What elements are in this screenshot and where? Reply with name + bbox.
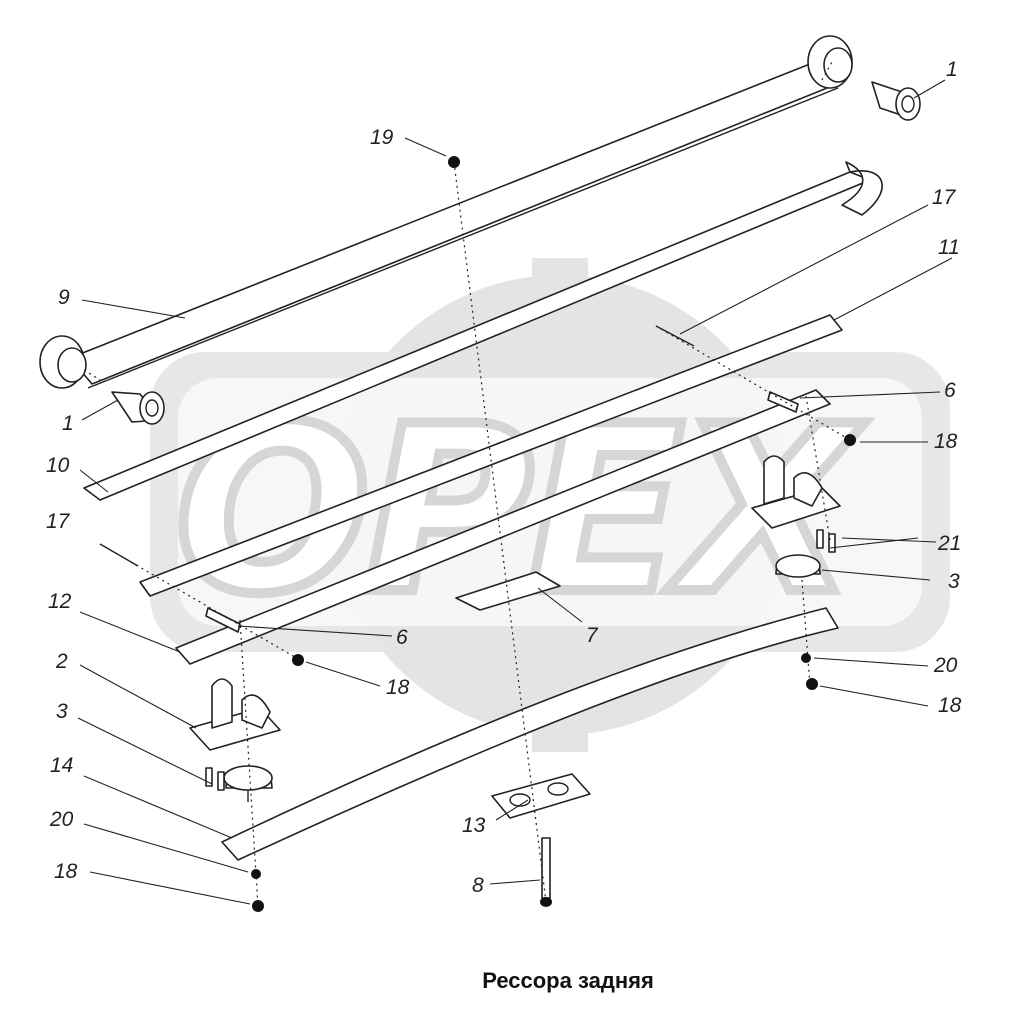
bracket-2-left	[189, 678, 281, 751]
callout-17-top: 17	[932, 186, 957, 209]
leaf-14	[221, 607, 839, 861]
nut-18-mid	[292, 654, 304, 666]
callout-6-mid: 6	[396, 626, 408, 649]
assembly-axes	[83, 61, 851, 907]
callout-2: 2	[55, 650, 68, 673]
callout-1-top: 1	[946, 58, 958, 81]
callout-12: 12	[48, 590, 72, 613]
nuts	[251, 156, 856, 912]
clip-6-left	[205, 607, 241, 633]
nut-18-right-low	[806, 678, 818, 690]
bolts-21	[205, 529, 836, 791]
diagram-caption: Рессора задняя	[482, 968, 654, 993]
bushing-1-left	[111, 391, 165, 425]
callout-18-right: 18	[934, 430, 958, 453]
washer-20-left	[251, 869, 261, 879]
callout-11: 11	[938, 236, 960, 259]
bracket-2-right	[751, 455, 841, 529]
callout-8: 8	[472, 874, 484, 897]
callout-13: 13	[462, 814, 486, 837]
callout-18-right-low: 18	[938, 694, 962, 717]
buffer-3-left	[223, 765, 273, 802]
nut-18-right	[844, 434, 856, 446]
callout-21: 21	[937, 532, 961, 555]
nut-18-left	[252, 900, 264, 912]
callout-7: 7	[586, 624, 599, 647]
washer-20-right	[801, 653, 811, 663]
bushing-1-right	[871, 81, 921, 121]
callout-20-left: 20	[49, 808, 74, 831]
callout-1-left: 1	[62, 412, 74, 435]
leaf-12	[175, 389, 831, 665]
spacer-7	[455, 571, 561, 611]
callout-17-left: 17	[46, 510, 71, 533]
callout-3-right: 3	[948, 570, 960, 593]
buffer-3-right	[775, 554, 821, 578]
leader-lines	[77, 79, 953, 905]
callout-9: 9	[58, 286, 70, 309]
plate-13	[491, 773, 591, 819]
callout-3-left: 3	[56, 700, 68, 723]
callout-18-mid: 18	[386, 676, 410, 699]
main-leaf-9	[39, 35, 853, 389]
clip-6-right	[767, 391, 799, 413]
callout-10: 10	[46, 454, 70, 477]
callout-6-right: 6	[944, 379, 956, 402]
callout-18-left: 18	[54, 860, 78, 883]
callout-20-right: 20	[933, 654, 958, 677]
callout-19: 19	[370, 126, 394, 149]
nut-19	[448, 156, 460, 168]
callout-14: 14	[50, 754, 73, 777]
leaf-10	[83, 161, 883, 501]
callouts: 1 1 19 17 11 9 6 18 10 17 21 3 12 6 7 2 …	[46, 58, 962, 897]
